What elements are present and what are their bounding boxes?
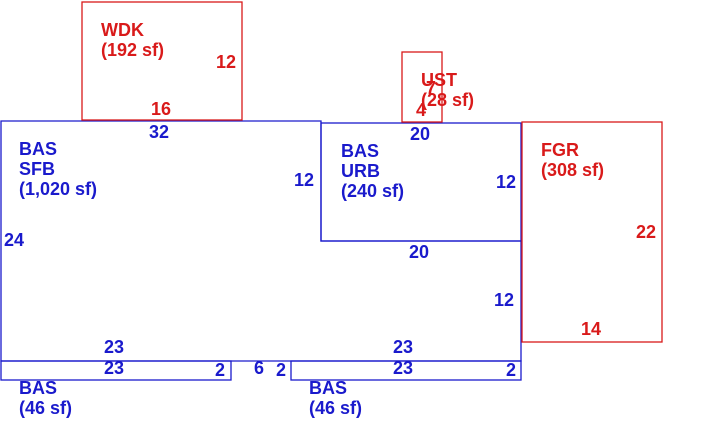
wdk-area: (192 sf) [101, 40, 164, 60]
bas-sfb-subcode: SFB [19, 159, 55, 179]
dim-lower-right: 12 [494, 290, 514, 310]
dim-urb-bottom: 20 [409, 242, 429, 262]
bas-right-strip-code: BAS [309, 378, 347, 398]
dim-ust-side: 4 [416, 100, 426, 120]
dim-sfb-top: 32 [149, 122, 169, 142]
blue-dimensions: 32 24 12 20 12 20 12 23 23 2 6 2 23 23 2 [4, 122, 516, 380]
fgr-code: FGR [541, 140, 579, 160]
wdk-outline [81, 1, 243, 121]
dim-left-strip-top: 23 [104, 337, 124, 357]
bas-urb-area: (240 sf) [341, 181, 404, 201]
dim-right-strip-top: 23 [393, 337, 413, 357]
bas-urb-label: BAS URB (240 sf) [341, 141, 404, 201]
ust-outline [401, 51, 443, 123]
fgr-label: FGR (308 sf) [541, 140, 604, 180]
bas-right-strip-label: BAS (46 sf) [309, 378, 362, 418]
dim-gap: 6 [254, 358, 264, 378]
dim-fgr-right: 22 [636, 222, 656, 242]
red-dimensions: 12 16 4 7 22 14 [151, 52, 656, 339]
dim-fgr-bottom: 14 [581, 319, 601, 339]
bas-left-strip-label: BAS (46 sf) [19, 378, 72, 418]
bas-urb-subcode: URB [341, 161, 380, 181]
dim-left-strip-end: 2 [215, 360, 225, 380]
ust-code: UST [421, 70, 457, 90]
bas-left-strip-outline [0, 360, 232, 381]
wdk-label: WDK (192 sf) [101, 20, 164, 60]
dim-urb-right: 12 [496, 172, 516, 192]
fgr-area: (308 sf) [541, 160, 604, 180]
dim-left-strip-bottom: 23 [104, 358, 124, 378]
bas-urb-outline [320, 122, 522, 242]
bas-left-strip-area: (46 sf) [19, 398, 72, 418]
bas-sfb-label: BAS SFB (1,020 sf) [19, 139, 97, 199]
ust-label: UST (28 sf) [421, 70, 474, 110]
ust-area: (28 sf) [421, 90, 474, 110]
bas-right-strip-outline [290, 360, 522, 381]
dim-sfb-left: 24 [4, 230, 24, 250]
dim-wdk-bottom: 16 [151, 99, 171, 119]
bas-sfb-area: (1,020 sf) [19, 179, 97, 199]
dim-wdk-right: 12 [216, 52, 236, 72]
fgr-outline [521, 121, 663, 343]
bas-sfb-code: BAS [19, 139, 57, 159]
dim-urb-top: 20 [410, 124, 430, 144]
bas-urb-code: BAS [341, 141, 379, 161]
dim-right-strip-start: 2 [276, 360, 286, 380]
dim-right-strip-bottom: 23 [393, 358, 413, 378]
dim-sfb-right: 12 [294, 170, 314, 190]
wdk-code: WDK [101, 20, 144, 40]
dim-ust-top: 7 [426, 78, 436, 98]
bas-left-strip-code: BAS [19, 378, 57, 398]
bas-right-strip-area: (46 sf) [309, 398, 362, 418]
dim-right-strip-end: 2 [506, 360, 516, 380]
